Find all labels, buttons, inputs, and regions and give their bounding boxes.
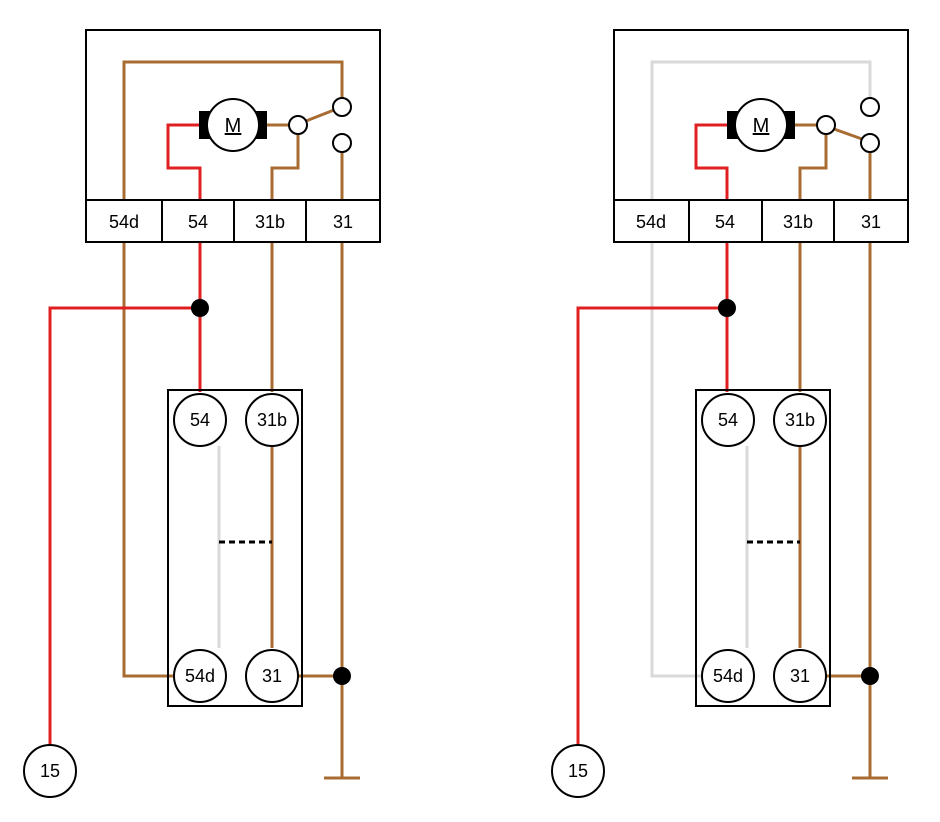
park-contact-lower bbox=[860, 133, 880, 153]
park-contact-upper bbox=[860, 97, 880, 117]
terminal-label-54d: 54d bbox=[636, 212, 666, 232]
park-contact-common bbox=[288, 115, 308, 135]
junction-dot bbox=[191, 299, 209, 317]
wiper-switch-module bbox=[167, 389, 303, 707]
switch-contact-label: 31b bbox=[785, 410, 815, 430]
switch-contact-54: 54 bbox=[173, 393, 227, 447]
motor-symbol: M bbox=[727, 98, 795, 152]
junction-dot bbox=[861, 667, 879, 685]
supply-label: 15 bbox=[568, 761, 588, 781]
supply-terminal-15: 15 bbox=[551, 744, 605, 798]
terminal-label-31: 31 bbox=[861, 212, 881, 232]
switch-contact-label: 31 bbox=[790, 666, 810, 686]
park-contact-common bbox=[816, 115, 836, 135]
terminal-strip: 54d 54 31b 31 bbox=[613, 199, 909, 243]
motor-circle bbox=[734, 98, 788, 152]
wiring-panel-left: 54d 54 31b 31 M 54 31b 54d bbox=[23, 29, 381, 798]
switch-contact-54d: 54d bbox=[173, 649, 227, 703]
supply-label: 15 bbox=[40, 761, 60, 781]
junction-dot bbox=[718, 299, 736, 317]
terminal-label-54: 54 bbox=[715, 212, 735, 232]
supply-terminal-15: 15 bbox=[23, 744, 77, 798]
wire-31b-internal bbox=[270, 135, 300, 200]
switch-contact-label: 54d bbox=[185, 666, 215, 686]
switch-contact-label: 54 bbox=[718, 410, 738, 430]
terminal-label-31: 31 bbox=[333, 212, 353, 232]
motor-label: M bbox=[225, 115, 242, 137]
wire-54-internal bbox=[694, 123, 732, 200]
junction-dot bbox=[333, 667, 351, 685]
switch-contact-label: 54 bbox=[190, 410, 210, 430]
motor-circle bbox=[206, 98, 260, 152]
motor-label: M bbox=[753, 115, 770, 137]
switch-contact-label: 54d bbox=[713, 666, 743, 686]
switch-contact-54: 54 bbox=[701, 393, 755, 447]
terminal-label-54d: 54d bbox=[109, 212, 139, 232]
switch-contact-31: 31 bbox=[773, 649, 827, 703]
wires bbox=[48, 60, 360, 780]
park-switch-arm bbox=[305, 108, 335, 123]
wire-54d bbox=[650, 60, 872, 200]
park-contact-upper bbox=[332, 97, 352, 117]
terminal-label-31b: 31b bbox=[255, 212, 285, 232]
switch-contact-label: 31b bbox=[257, 410, 287, 430]
switch-contact-label: 31 bbox=[262, 666, 282, 686]
wire-15-supply bbox=[576, 306, 727, 744]
switch-contact-31b: 31b bbox=[773, 393, 827, 447]
wire-54d-lower bbox=[122, 242, 174, 678]
wire-31b-internal bbox=[798, 135, 828, 200]
park-contact-lower bbox=[332, 133, 352, 153]
motor-symbol: M bbox=[199, 98, 267, 152]
terminal-strip: 54d 54 31b 31 bbox=[85, 199, 381, 243]
park-switch-arm bbox=[833, 127, 863, 141]
switch-contact-54d: 54d bbox=[701, 649, 755, 703]
switch-contact-31b: 31b bbox=[245, 393, 299, 447]
switch-contact-31: 31 bbox=[245, 649, 299, 703]
wire-54-internal bbox=[166, 123, 204, 200]
wire-54d-lower bbox=[650, 242, 702, 678]
wiring-panel-right: 54d 54 31b 31 M 54 31b 54d 31 bbox=[551, 29, 909, 798]
terminal-label-31b: 31b bbox=[783, 212, 813, 232]
terminal-label-54: 54 bbox=[188, 212, 208, 232]
wire-15-supply bbox=[48, 306, 200, 744]
wire-54d bbox=[122, 60, 344, 200]
wires bbox=[576, 60, 888, 780]
wiper-switch-module bbox=[695, 389, 831, 707]
